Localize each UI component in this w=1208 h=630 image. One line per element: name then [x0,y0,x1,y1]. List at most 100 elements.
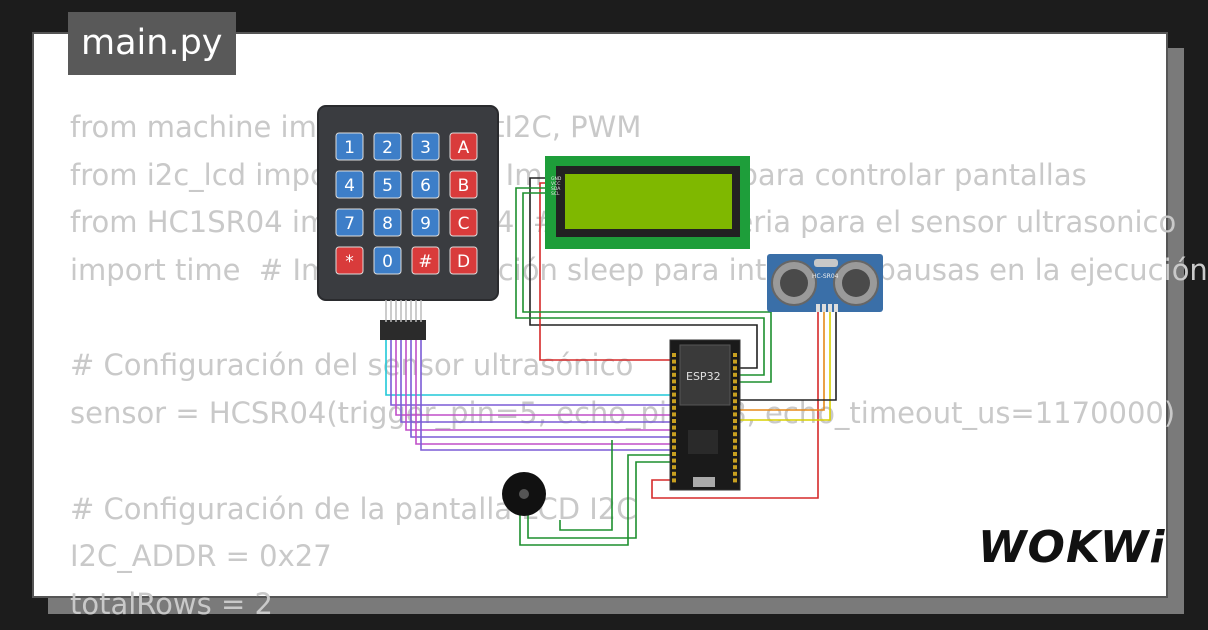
wire-buzzer-2 [527,461,676,539]
esp32-pin [733,372,737,377]
esp32-pin [733,366,737,371]
esp32-pin [672,452,676,456]
keypad-key[interactable]: 4 [335,170,364,199]
keypad-key-label: 7 [344,214,355,234]
esp32-pin [733,458,737,463]
wire-keypad-7 [415,340,676,445]
keypad-key[interactable]: 5 [373,170,402,199]
keypad-key[interactable]: 8 [373,208,402,237]
wire-lcd-sda [515,187,765,376]
esp32-pin [672,419,676,423]
esp32-pin [672,438,676,443]
esp32-pin [672,478,676,483]
wire-buzzer-3 [559,440,613,531]
esp32-pin [733,379,737,384]
keypad-key-label: C [458,214,470,234]
code-line: totalRows = 2 [70,586,273,621]
wire-keypad-8 [420,340,676,451]
esp32-pin [672,372,676,377]
keypad-key[interactable]: 2 [373,132,402,161]
keypad-key-label: B [458,176,470,196]
esp32-pin [672,353,676,357]
keypad-key[interactable]: 0 [373,246,402,275]
sensor-crystal [814,259,838,267]
wire-keypad-5 [405,340,676,431]
wire-us-gnd [740,310,837,401]
keypad-key-label: * [345,252,354,272]
keypad-key-label: 8 [382,214,393,234]
esp32-pin [733,392,737,397]
esp32-pin [733,465,737,470]
keypad-key[interactable]: * [335,246,364,275]
wire-keypad-3 [395,340,676,416]
wire-buzzer-1 [519,454,676,546]
esp32-pin [733,432,737,437]
esp32-pin [672,392,676,397]
keypad-key-label: 3 [420,138,431,158]
esp32-pin [733,359,737,364]
esp32-board: ESP32 [669,339,741,491]
keypad-key-label: 0 [382,252,393,272]
esp32-pin [672,405,676,410]
keypad-key[interactable]: 7 [335,208,364,237]
esp32-pin [733,412,737,417]
esp32-pin [733,425,737,430]
wire-us-echo [740,310,831,421]
file-tab-label: main.py [81,23,223,63]
keypad-key[interactable]: 3 [411,132,440,161]
wire-lcd-scl [522,192,772,383]
keypad-key-label: D [457,252,470,272]
wire-keypad-2 [390,340,676,406]
esp32-chip [688,430,718,454]
esp32-pin [672,366,676,371]
esp32-pin [733,399,737,404]
code-line: sensor = HCSR04(trigger_pin=5, echo_pin=… [70,396,1176,431]
keypad-key[interactable]: A [449,132,478,161]
esp32-pin [733,353,737,357]
esp32-pin [733,419,737,423]
esp32-pin [672,379,676,384]
keypad-key[interactable]: 9 [411,208,440,237]
lcd-pin-vcc: VCC [551,181,560,187]
keypad-key-label: 2 [382,138,393,158]
lcd-pin-sda: SDA [551,186,561,192]
keypad-key-label: A [458,138,470,158]
wires [385,177,837,546]
keypad-key-label: 4 [344,176,355,196]
wire-us-trig [740,310,825,411]
wire-keypad-1 [385,340,676,396]
esp32-pin [733,452,737,456]
esp32-pin [672,412,676,417]
wire-lcd-gnd [529,177,758,369]
lcd-pin-gnd: GND [551,176,562,182]
esp32-pin [733,445,737,450]
wire-us-vcc [651,310,819,499]
keypad-key[interactable]: # [411,246,440,275]
keypad-key-label: 5 [382,176,393,196]
esp32-pin [733,471,737,476]
keypad-key[interactable]: 1 [335,132,364,161]
lcd-pin-labels: GND VCC SDA SCL [551,176,562,197]
esp32-pin [672,458,676,463]
wokwi-logo: WOKWi [978,522,1165,573]
esp32-pin [672,432,676,437]
wire-keypad-4 [400,340,676,423]
lcd-pin-scl: SCL [551,191,560,197]
esp32-module [679,344,731,406]
wokwi-logo-text: WOKWi [978,522,1166,573]
esp32-pin [672,445,676,450]
esp32-pin [672,471,676,476]
keypad-key[interactable]: 6 [411,170,440,199]
esp32-pin [672,359,676,364]
keypad-key-label: 9 [420,214,431,234]
esp32-label: ESP32 [686,370,721,383]
esp32-pin [733,405,737,410]
file-tab[interactable]: main.py [68,12,236,75]
keypad-key[interactable]: C [449,208,478,237]
keypad-connector [380,320,426,340]
keypad-key-label: # [418,252,432,272]
keypad-key[interactable]: D [449,246,478,275]
esp32-pin [672,425,676,430]
keypad-key[interactable]: B [449,170,478,199]
